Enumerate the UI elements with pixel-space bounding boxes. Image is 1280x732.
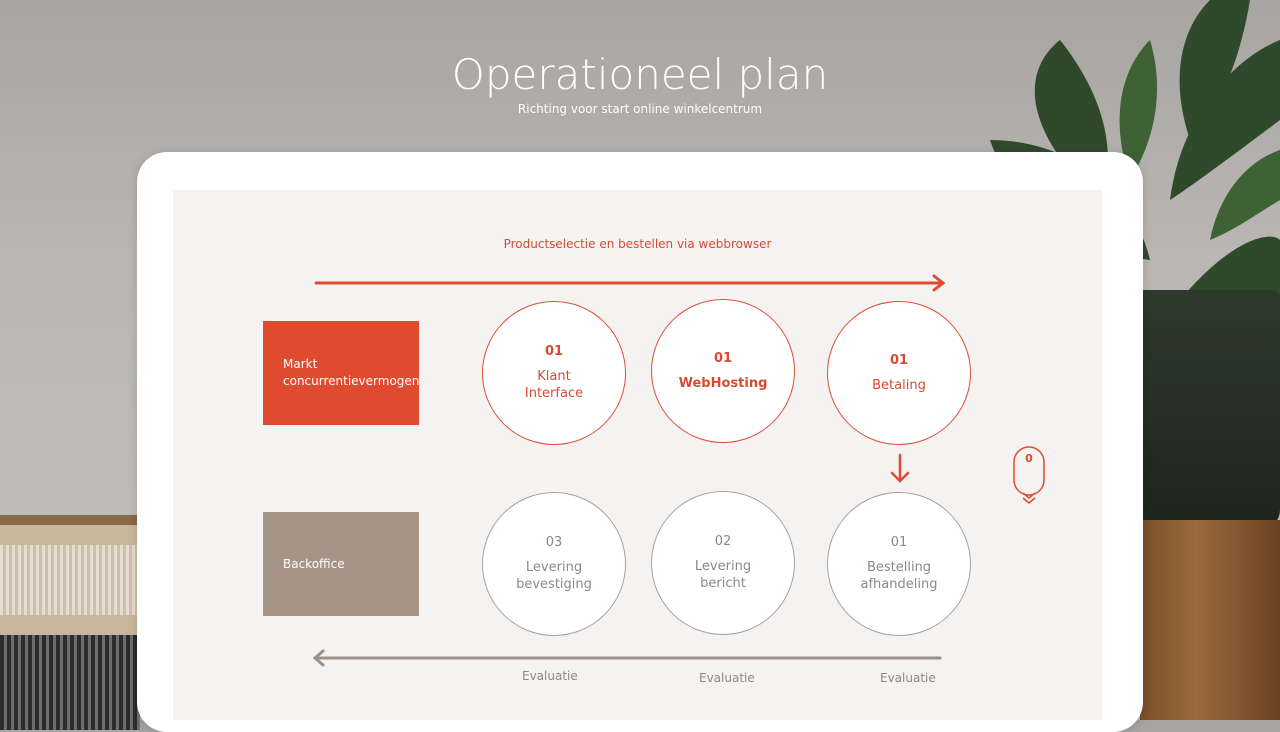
radio-dial bbox=[0, 635, 140, 730]
radio-grill bbox=[0, 545, 140, 615]
market-box-label: Markt concurrentievermogen bbox=[283, 357, 420, 388]
page-subtitle: Richting voor start online winkelcentrum bbox=[517, 102, 763, 116]
circle-levering-bevestiging: 03 Levering bevestiging bbox=[482, 492, 626, 636]
circle-number: 01 bbox=[713, 350, 733, 366]
evaluation-label: Evaluatie bbox=[699, 671, 755, 685]
circle-number: 03 bbox=[545, 535, 563, 550]
market-box: Markt concurrentievermogen bbox=[263, 321, 419, 425]
circle-webhosting: 01 WebHosting bbox=[651, 299, 795, 443]
circle-number: 01 bbox=[544, 344, 564, 359]
evaluation-label: Evaluatie bbox=[880, 671, 936, 685]
down-arrow bbox=[890, 453, 910, 483]
diagram-panel bbox=[173, 190, 1102, 720]
top-flow-arrow bbox=[314, 274, 946, 292]
circle-number: 01 bbox=[889, 352, 909, 368]
circle-label: Klant Interface bbox=[524, 369, 584, 401]
circle-label: Bestelling afhandeling bbox=[860, 560, 938, 592]
mouse-icon bbox=[1013, 446, 1045, 504]
circle-levering-bericht: 02 Levering bericht bbox=[651, 491, 795, 635]
backoffice-box-label: Backoffice bbox=[283, 556, 345, 571]
vintage-radio bbox=[0, 515, 140, 730]
circle-bestelling-afhandeling: 01 Bestelling afhandeling bbox=[827, 492, 971, 636]
backoffice-box: Backoffice bbox=[263, 512, 419, 616]
circle-label: Levering bericht bbox=[694, 559, 752, 591]
circle-klant-interface: 01 Klant Interface bbox=[482, 301, 626, 445]
circle-betaling: 01 Betaling bbox=[827, 301, 971, 445]
evaluation-label: Evaluatie bbox=[522, 669, 578, 683]
circle-number: 02 bbox=[714, 534, 732, 549]
plant-pot bbox=[1130, 290, 1280, 530]
circle-number: 01 bbox=[890, 535, 908, 550]
mouse-icon-value: 0 bbox=[1025, 452, 1033, 465]
top-flow-label: Productselectie en bestellen via webbrow… bbox=[503, 237, 772, 251]
circle-label: Betaling bbox=[872, 377, 926, 393]
page-title: Operationeel plan bbox=[451, 50, 829, 99]
circle-label: WebHosting bbox=[678, 375, 768, 391]
bottom-flow-arrow bbox=[312, 649, 942, 667]
circle-label: Levering bevestiging bbox=[516, 560, 592, 592]
wooden-cabinet bbox=[1140, 520, 1280, 720]
